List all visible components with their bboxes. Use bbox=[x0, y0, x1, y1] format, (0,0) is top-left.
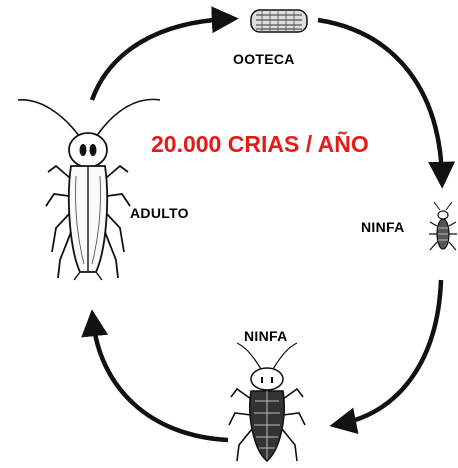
cycle-arrow-icon bbox=[329, 279, 444, 435]
cycle-arrow-icon bbox=[317, 17, 456, 189]
ninfa-large-label: NINFA bbox=[244, 328, 288, 344]
offspring-per-year-title: 20.000 CRIAS / AÑO bbox=[151, 131, 369, 157]
cycle-arrow-icon bbox=[81, 309, 229, 443]
adulto-label: ADULTO bbox=[130, 205, 189, 221]
large-nymph-cockroach-icon bbox=[228, 342, 306, 462]
cycle-arrow-icon bbox=[89, 6, 239, 101]
ninfa-small-label: NINFA bbox=[361, 219, 405, 235]
ootheca-icon bbox=[250, 9, 308, 33]
small-nymph-cockroach-icon bbox=[429, 201, 457, 251]
ooteca-label: OOTECA bbox=[233, 51, 295, 67]
adult-cockroach-icon bbox=[17, 98, 161, 281]
